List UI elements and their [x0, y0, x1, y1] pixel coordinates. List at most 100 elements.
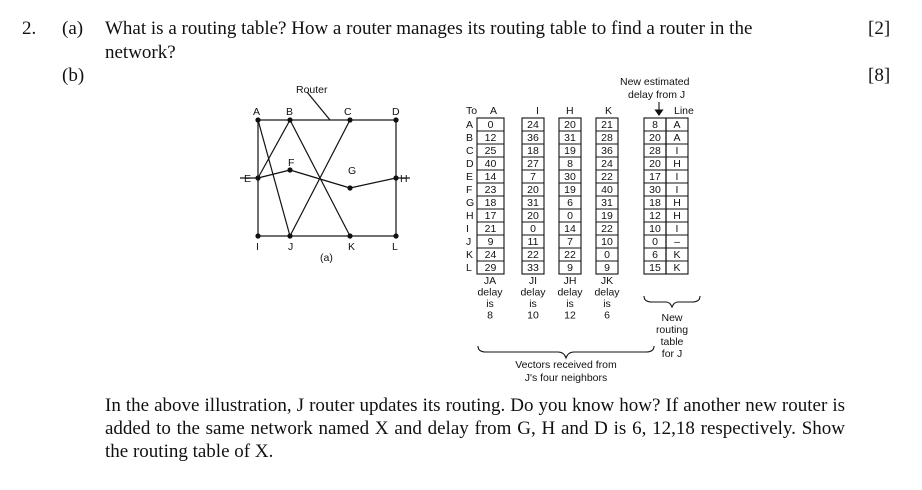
node-label-c: C: [344, 106, 352, 118]
table-cell: 0: [530, 223, 536, 235]
table-cell: 40: [601, 184, 613, 196]
network-nodes: [255, 117, 399, 239]
table-cell: 12: [649, 210, 661, 222]
table-footer-text: 6: [604, 310, 610, 322]
node-e-dot: [255, 175, 261, 181]
table-cell: H: [673, 197, 681, 209]
table-cell: 8: [567, 158, 573, 170]
vectors-brace: [477, 345, 655, 360]
table-footer-text: is: [529, 298, 537, 310]
node-label-i: I: [256, 241, 259, 253]
table-cell: 8: [652, 119, 658, 131]
table-cell: 6: [567, 197, 573, 209]
table-cell: 31: [601, 197, 613, 209]
node-label-l: L: [392, 241, 398, 253]
table-cell: 7: [567, 236, 573, 248]
table-cell: 30: [649, 184, 661, 196]
table-cell: 18: [649, 197, 661, 209]
table-cell: 14: [485, 171, 497, 183]
table-cell: 11: [528, 236, 539, 248]
table-footer-text: is: [566, 298, 574, 310]
table-cell: 20: [527, 210, 539, 222]
node-c-dot: [347, 117, 353, 123]
node-a-dot: [255, 117, 261, 123]
node-label-e: E: [244, 173, 251, 185]
table-cell: 31: [527, 197, 539, 209]
table-cell: 10: [601, 236, 613, 248]
node-i-dot: [255, 233, 261, 239]
table-cell: I: [676, 184, 679, 196]
col-header-k: K: [605, 105, 612, 117]
to-header: To: [466, 105, 477, 117]
table-cell: 9: [567, 262, 573, 274]
table-cell: 22: [564, 249, 576, 261]
edge-b-e: [257, 119, 291, 179]
node-k-dot: [347, 233, 353, 239]
table-dest-label: E: [466, 171, 473, 183]
table-cell: 31: [564, 132, 576, 144]
table-footer-text: JI: [529, 275, 537, 287]
col-header-h: H: [566, 105, 574, 117]
table-cell: 0: [652, 236, 658, 248]
table-cell: 28: [601, 132, 613, 144]
table-dest-label: K: [466, 249, 473, 261]
node-j-dot: [287, 233, 293, 239]
node-label-f: F: [288, 157, 294, 169]
node-g-dot: [347, 185, 353, 191]
table-cell: 25: [485, 145, 497, 157]
table-cell: A: [673, 119, 680, 131]
table-cell: K: [673, 262, 680, 274]
figure-caption: (a): [320, 252, 333, 264]
new-estimated-line1: New estimated: [620, 76, 690, 88]
node-label-a: A: [253, 106, 260, 118]
node-label-b: B: [286, 106, 293, 118]
table-footer-text: JK: [601, 275, 613, 287]
table-cell: 7: [530, 171, 536, 183]
col-header-i: I: [536, 105, 539, 117]
vectors-label-line2: J's four neighbors: [525, 372, 608, 384]
table-dest-label: D: [466, 158, 474, 170]
table-footer-text: 12: [564, 310, 576, 322]
table-dest-label: G: [466, 197, 474, 209]
network-outer-box: [257, 119, 397, 237]
new-routing-line2: routing: [656, 324, 688, 336]
table-cell: 9: [604, 262, 610, 274]
node-label-h: H: [400, 173, 408, 185]
edge-f-g: [289, 169, 351, 189]
table-cell: 36: [601, 145, 613, 157]
table-cell: I: [676, 145, 679, 157]
table-cell: 36: [527, 132, 539, 144]
table-footer-text: 10: [527, 310, 539, 322]
node-label-j: J: [288, 241, 293, 253]
edge-g-h: [349, 177, 397, 189]
table-dest-label: I: [466, 223, 469, 235]
vectors-label-line1: Vectors received from: [515, 359, 617, 371]
table-cell: 30: [564, 171, 576, 183]
new-estimated-line2: delay from J: [628, 89, 685, 101]
table-cell: 21: [601, 119, 613, 131]
table-cell: 22: [527, 249, 539, 261]
table-cell: 20: [564, 119, 576, 131]
table-cell: 9: [488, 236, 494, 248]
table-cell: 19: [564, 184, 576, 196]
table-cell: H: [673, 158, 681, 170]
table-cell: 10: [649, 223, 661, 235]
table-cell: 14: [564, 223, 576, 235]
table-dest-label: C: [466, 145, 474, 157]
table-cell: 0: [567, 210, 573, 222]
node-d-dot: [393, 117, 399, 123]
table-cell: 24: [601, 158, 613, 170]
table-cell: H: [673, 210, 681, 222]
table-dest-label: F: [466, 184, 472, 196]
table-cell: 40: [485, 158, 497, 170]
part-a-text-line2: network?: [105, 42, 176, 63]
part-b-paragraph: In the above illustration, J router upda…: [105, 395, 845, 462]
edge-e-f: [257, 169, 291, 179]
table-footer-text: delay: [557, 287, 583, 299]
edge-a-j: [257, 119, 291, 237]
part-a-marks: [2]: [868, 18, 891, 39]
node-b-dot: [287, 117, 293, 123]
routing-brace: [643, 295, 701, 309]
routing-figure: Router A B C D E F G H I J K L (a) To A …: [240, 76, 701, 384]
table-cell: 0: [604, 249, 610, 261]
